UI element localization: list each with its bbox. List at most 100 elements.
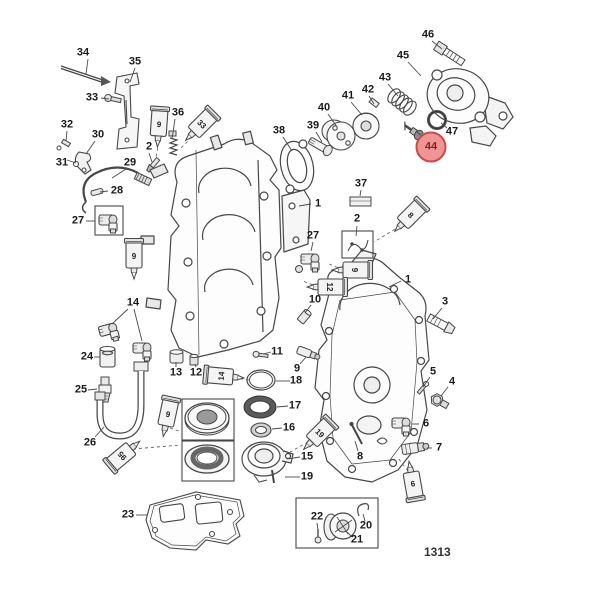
seal-47	[427, 110, 447, 130]
sensor-7	[401, 442, 430, 455]
callout-39[interactable]: 39	[306, 119, 320, 132]
callout-43[interactable]: 43	[378, 71, 392, 84]
callout-1[interactable]: 1	[314, 197, 322, 210]
callout-40[interactable]: 40	[317, 101, 331, 114]
callout-31[interactable]: 31	[55, 156, 69, 169]
callout-33[interactable]: 33	[85, 91, 99, 104]
bolt-46	[432, 40, 466, 67]
callout-21[interactable]: 21	[350, 533, 364, 546]
sealant-tube-12: 12	[305, 276, 349, 298]
callout-24[interactable]: 24	[80, 350, 94, 363]
plug-4	[430, 393, 450, 410]
callout-6[interactable]: 6	[422, 417, 430, 430]
callout-41[interactable]: 41	[341, 89, 355, 102]
pin-8	[349, 421, 388, 445]
sealant-tube-9: 9	[157, 394, 182, 439]
hose-26	[94, 361, 149, 440]
callout-13[interactable]: 13	[169, 366, 183, 379]
callout-2[interactable]: 2	[353, 212, 361, 225]
callout-32[interactable]: 32	[60, 118, 74, 131]
callout-47[interactable]: 47	[445, 125, 459, 138]
sealant-tube-9: 9	[123, 237, 145, 281]
callout-15[interactable]: 15	[300, 450, 314, 463]
callout-29[interactable]: 29	[123, 156, 137, 169]
sealant-tube-33: 33	[184, 104, 222, 142]
bearing-box-upper	[181, 398, 235, 441]
callout-45[interactable]: 45	[396, 49, 410, 62]
callout-3[interactable]: 3	[441, 295, 449, 308]
bracket-35	[114, 72, 140, 150]
callout-35[interactable]: 35	[128, 55, 142, 68]
callout-2[interactable]: 2	[145, 140, 153, 153]
callout-27[interactable]: 27	[71, 214, 85, 227]
callout-27[interactable]: 27	[306, 229, 320, 242]
callout-4[interactable]: 4	[448, 375, 456, 388]
reed-stop-37	[349, 196, 372, 207]
callout-7[interactable]: 7	[435, 441, 443, 454]
diagram-number: 1313	[424, 545, 451, 559]
callout-11[interactable]: 11	[271, 345, 283, 358]
sealant-tube-9: 9	[330, 259, 374, 281]
callout-30[interactable]: 30	[91, 128, 105, 141]
callout-28[interactable]: 28	[110, 184, 124, 197]
callout-5[interactable]: 5	[429, 365, 437, 378]
fitting-box-27	[94, 205, 124, 236]
callout-23[interactable]: 23	[121, 508, 135, 521]
sealant-box-2	[341, 230, 374, 259]
callout-37[interactable]: 37	[354, 177, 368, 190]
clip-32	[56, 138, 72, 151]
callout-20[interactable]: 20	[359, 519, 373, 532]
tube-label: 9	[350, 268, 359, 273]
screw-5	[416, 380, 430, 395]
oil-pump-assembly	[426, 68, 514, 147]
spring-43	[387, 88, 417, 116]
tube-label: 14	[217, 371, 227, 381]
plug-13	[169, 349, 184, 364]
tube-label: 9	[132, 252, 137, 261]
link-rod-34	[60, 65, 111, 86]
sealant-tube-9: 9	[149, 105, 171, 149]
sealant-tube-19: 19	[302, 413, 340, 451]
piston-41	[352, 112, 380, 140]
callout-8[interactable]: 8	[356, 450, 364, 463]
callout-36[interactable]: 36	[171, 106, 185, 119]
cable-29	[81, 166, 153, 214]
callout-1[interactable]: 1	[404, 273, 412, 286]
thermostat-box	[295, 497, 379, 549]
callout-22[interactable]: 22	[310, 510, 324, 523]
plug-12	[189, 353, 199, 366]
callout-16[interactable]: 16	[282, 421, 296, 434]
tube-label: 8	[406, 211, 416, 221]
callout-14[interactable]: 14	[126, 296, 140, 309]
leader-lines	[65, 40, 449, 538]
callout-38[interactable]: 38	[272, 124, 286, 137]
callout-9[interactable]: 9	[293, 362, 301, 375]
callout-44[interactable]: 44	[415, 131, 447, 163]
callout-10[interactable]: 10	[308, 293, 322, 306]
end-cap-15	[241, 441, 294, 484]
tube-label: 12	[325, 283, 334, 292]
sealant-tube-95: 95	[102, 440, 141, 475]
callout-18[interactable]: 18	[289, 374, 303, 387]
sealant-tube-14: 14	[202, 364, 246, 386]
rotor-40	[321, 119, 356, 151]
sleeve-24	[99, 345, 116, 368]
callout-17[interactable]: 17	[288, 399, 302, 412]
callout-19[interactable]: 19	[300, 470, 314, 483]
sensor-9	[296, 345, 321, 360]
seal-17	[243, 395, 277, 419]
callout-46[interactable]: 46	[421, 28, 435, 41]
callout-42[interactable]: 42	[361, 83, 375, 96]
callout-25[interactable]: 25	[74, 383, 88, 396]
callout-34[interactable]: 34	[76, 46, 90, 59]
valve-44-part	[404, 121, 424, 141]
screw-11	[252, 350, 269, 359]
applicator-2	[146, 156, 161, 173]
callout-26[interactable]: 26	[83, 436, 97, 449]
clamp-28	[90, 187, 104, 197]
oring-18	[246, 369, 276, 391]
callout-12[interactable]: 12	[189, 366, 203, 379]
